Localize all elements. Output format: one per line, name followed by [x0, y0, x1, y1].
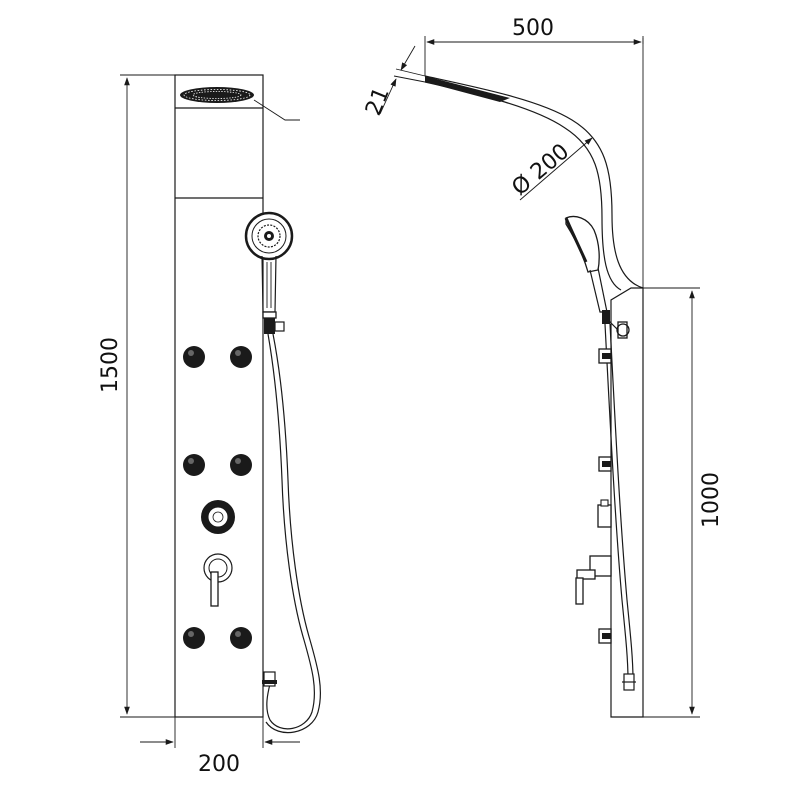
mixer-side	[575, 555, 612, 605]
dim-total-height: 1500	[98, 74, 175, 718]
hand-shower-side	[564, 215, 630, 339]
diverter-side	[597, 499, 612, 528]
dim-head-thickness: 21	[361, 45, 426, 119]
front-panel-outline	[174, 74, 264, 718]
side-panel-outline	[610, 287, 644, 718]
hose-front	[262, 333, 321, 734]
dim-panel-width: 200	[140, 717, 300, 777]
rain-shower-head	[180, 87, 254, 103]
dim-head-thickness-label: 21	[361, 84, 395, 119]
hand-shower-front	[244, 211, 294, 334]
body-jet	[183, 346, 205, 368]
side-jets	[598, 348, 612, 644]
body-jet	[183, 454, 205, 476]
dim-total-height-label: 1500	[98, 337, 123, 393]
body-jets	[183, 346, 252, 649]
front-view: 1500 200	[98, 74, 321, 777]
body-jet	[183, 627, 205, 649]
body-jet	[230, 454, 252, 476]
mixer-lever	[203, 553, 233, 607]
body-jet	[230, 627, 252, 649]
hose-side	[604, 323, 636, 691]
body-jet	[230, 346, 252, 368]
rain-head-leader	[253, 99, 300, 121]
dim-panel-width-label: 200	[198, 752, 240, 777]
dim-head-width: 500	[424, 16, 644, 76]
dim-head-diameter: Ø 200	[507, 137, 593, 201]
diverter-knob	[201, 500, 235, 534]
side-view: 500 21 Ø 200 1000	[361, 16, 724, 718]
dim-head-diameter-label: Ø 200	[507, 139, 574, 201]
shower-arm	[424, 75, 644, 291]
dim-lower-height-label: 1000	[699, 472, 724, 528]
dim-head-width-label: 500	[512, 16, 554, 41]
dim-lower-height: 1000	[643, 287, 724, 718]
